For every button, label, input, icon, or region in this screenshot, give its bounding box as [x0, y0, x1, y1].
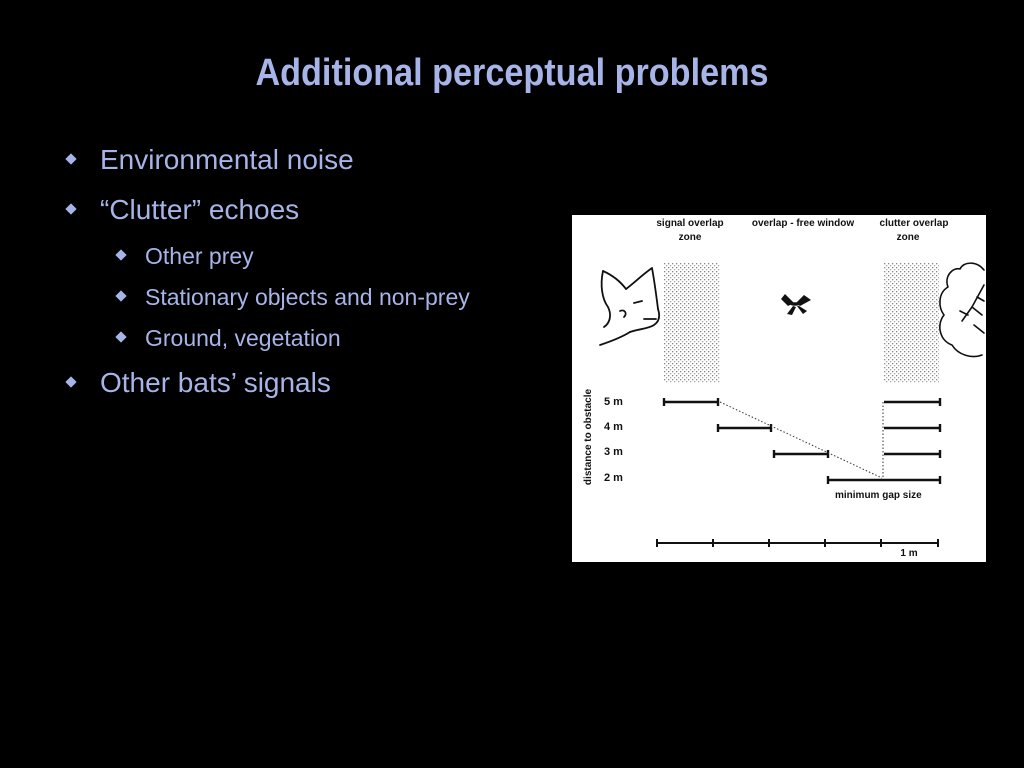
- bullet-diamond-icon: [115, 290, 127, 302]
- sub-bullet-text: Ground, vegetation: [145, 325, 341, 351]
- bullet-diamond-icon: [115, 249, 127, 261]
- bullet-text: Environmental noise: [100, 144, 354, 175]
- zone-label-signal: signal overlap: [656, 218, 723, 229]
- scale-label: 1 m: [900, 548, 917, 559]
- zone-label-signal-sub: zone: [679, 232, 702, 243]
- gap-size-label: minimum gap size: [835, 490, 922, 501]
- zone-label-window: overlap - free window: [752, 218, 854, 229]
- signal-bars: [662, 398, 942, 484]
- clutter-diagram: signal overlap zone overlap - free windo…: [572, 215, 986, 562]
- scale-bar: [656, 539, 939, 547]
- bullet-diamond-icon: [65, 153, 77, 165]
- distance-label: 5 m: [604, 396, 623, 408]
- diagram-svg: signal overlap zone overlap - free windo…: [583, 218, 985, 559]
- bullet-text: Other bats’ signals: [100, 367, 331, 398]
- sub-bullet-item: Other prey: [60, 240, 560, 281]
- bullet-diamond-icon: [65, 376, 77, 388]
- clutter-bars: [884, 398, 942, 458]
- clutter-overlap-zone: [884, 263, 939, 383]
- distance-label: 2 m: [604, 472, 623, 484]
- bullet-item: Other bats’ signals: [60, 363, 560, 413]
- distance-label: 3 m: [604, 446, 623, 458]
- bullet-diamond-icon: [115, 331, 127, 343]
- bullet-diamond-icon: [65, 203, 77, 215]
- tree-icon: [939, 262, 985, 358]
- y-axis-label: distance to obstacle: [583, 388, 594, 485]
- zone-label-clutter-sub: zone: [897, 232, 920, 243]
- bullet-text: “Clutter” echoes: [100, 194, 300, 225]
- sub-bullet-text: Other prey: [145, 243, 254, 269]
- bullet-list: Environmental noise “Clutter” echoes Oth…: [60, 140, 560, 413]
- slide-title: Additional perceptual problems: [255, 52, 769, 94]
- sub-bullet-text: Stationary objects and non-prey: [145, 284, 470, 310]
- zone-label-clutter: clutter overlap: [880, 218, 949, 229]
- moth-icon: [781, 294, 811, 315]
- signal-overlap-zone: [664, 263, 720, 383]
- bullet-item: “Clutter” echoes: [60, 190, 560, 240]
- bullet-item: Environmental noise: [60, 140, 560, 190]
- sub-bullet-item: Stationary objects and non-prey: [60, 281, 560, 322]
- bat-icon: [599, 267, 661, 346]
- gap-guide-lines: [719, 401, 884, 479]
- distance-label: 4 m: [604, 421, 623, 433]
- sub-bullet-item: Ground, vegetation: [60, 322, 560, 363]
